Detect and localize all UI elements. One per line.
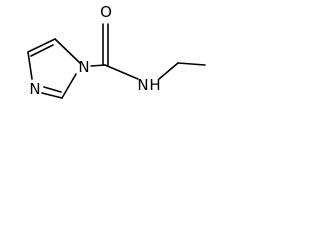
bond-ch2-ch3: [177, 62, 206, 66]
ring-bond-n3-c2: [41, 92, 63, 99]
bond-carbonyl-carbon-nh: [104, 64, 139, 80]
ring-bond-c4-c5-double: [30, 44, 54, 57]
ring-bond-c2-n1: [61, 73, 77, 99]
atom-label-ring-n3: N: [29, 80, 40, 98]
ring-bond-c5-c4: [27, 38, 56, 53]
structure-diagram: O N N N H: [27, 3, 206, 99]
atom-label-carbonyl-oxygen: O: [100, 3, 112, 21]
ring-bond-n1-c5: [54, 38, 81, 64]
atom-label-amide-hydrogen: H: [149, 76, 160, 94]
ring-bond-c2-n3-double: [43, 86, 62, 93]
atom-label-amide-nitrogen: N: [137, 76, 148, 94]
bond-nh-ch2: [158, 62, 179, 80]
ring-bond-c4-n3: [27, 51, 33, 80]
atom-label-ring-n1: N: [78, 58, 89, 76]
